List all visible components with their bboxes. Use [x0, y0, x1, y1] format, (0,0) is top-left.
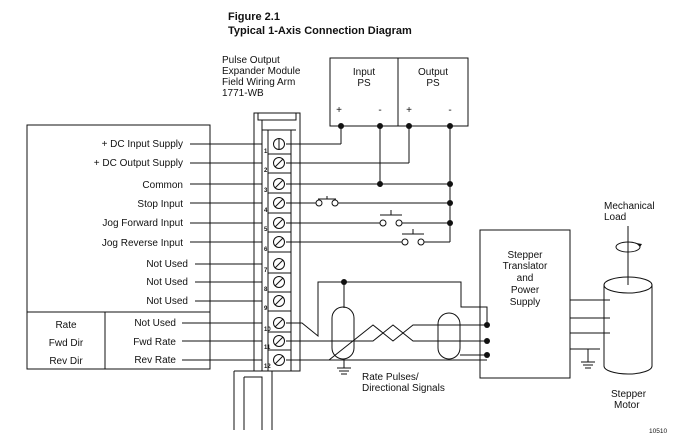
svg-text:8: 8	[264, 287, 268, 293]
alt-signal-rev-dir: Rev Dir	[49, 356, 83, 367]
signal-label-6: Jog Reverse Input	[102, 238, 183, 249]
field-wiring-arm	[233, 112, 301, 430]
wiring-arm-body	[253, 112, 301, 372]
terminal-2: 2	[264, 157, 285, 174]
signal-table: + DC Input Supply + DC Output Supply Com…	[26, 124, 211, 370]
mechanical-load-line-1: Mechanical	[604, 201, 655, 212]
module-label-line-2: Expander Module	[222, 66, 301, 77]
svg-text:2: 2	[264, 168, 268, 174]
output-ps-line-2: PS	[426, 78, 440, 89]
terminal-1: 1	[264, 138, 285, 155]
signal-label-5: Jog Forward Input	[102, 218, 183, 229]
module-label-line-4: 1771-WB	[222, 88, 264, 99]
translator-line-4: Power	[511, 285, 540, 296]
stepper-translator-box	[479, 229, 571, 379]
terminal-12: 12	[264, 354, 285, 370]
module-label-line-3: Field Wiring Arm	[222, 77, 295, 88]
terminal-5: 5	[264, 217, 285, 233]
svg-text:1: 1	[264, 149, 268, 155]
figure-number: Figure 2.1	[228, 11, 280, 23]
svg-text:6: 6	[264, 247, 268, 253]
signal-label-1: + DC Input Supply	[102, 139, 183, 150]
input-ps-plus: +	[336, 105, 342, 116]
power-supply-box	[329, 57, 469, 127]
module-label-line-1: Pulse Output	[222, 55, 280, 66]
stop-input-switch	[286, 196, 450, 207]
stepper-motor: Stepper Motor	[603, 276, 653, 411]
stepper-translator: Stepper Translator and Power Supply	[479, 229, 571, 379]
power-wiring	[286, 126, 453, 242]
output-ps-line-1: Output	[418, 67, 448, 78]
translator-line-3: and	[517, 273, 534, 284]
stepper-motor-line-2: Motor	[614, 400, 640, 411]
terminal-9: 9	[264, 295, 285, 312]
terminal-6: 6	[264, 236, 285, 253]
translator-line-1: Stepper	[507, 250, 543, 261]
jog-reverse-switch	[286, 229, 450, 246]
input-ps-line-1: Input	[353, 67, 375, 78]
signal-label-8: Not Used	[146, 277, 188, 288]
signal-label-9: Not Used	[146, 296, 188, 307]
input-ps-minus: -	[378, 105, 381, 116]
svg-text:4: 4	[264, 208, 268, 214]
translator-line-5: Supply	[510, 297, 541, 308]
terminal-10: 10	[264, 317, 285, 333]
cable-shield-right	[437, 312, 461, 360]
svg-text:5: 5	[264, 227, 268, 233]
terminal-screws: 1 2 3 4 5 6 7 8 9 10 11 12	[264, 138, 285, 370]
signal-label-7: Not Used	[146, 259, 188, 270]
signal-leads	[182, 143, 262, 361]
svg-text:3: 3	[264, 188, 268, 194]
rate-pulses-label-2: Directional Signals	[362, 383, 445, 394]
terminal-3: 3	[264, 178, 285, 194]
jog-forward-switch	[286, 210, 450, 227]
signal-label-12: Rev Rate	[134, 355, 176, 366]
svg-text:10: 10	[264, 327, 271, 333]
alt-signal-fwd-dir: Fwd Dir	[49, 338, 84, 349]
motor-wiring	[570, 299, 610, 369]
terminal-11: 11	[264, 335, 285, 351]
signal-label-3: Common	[142, 180, 183, 191]
signal-label-2: + DC Output Supply	[94, 158, 183, 169]
input-ps-line-2: PS	[357, 78, 371, 89]
signal-label-11: Fwd Rate	[133, 337, 176, 348]
signal-label-4: Stop Input	[137, 199, 183, 210]
alt-signal-rate: Rate	[55, 320, 77, 331]
wiring-arm-cable	[233, 370, 273, 430]
translator-line-2: Translator	[503, 261, 548, 272]
output-wiring	[286, 279, 490, 375]
rate-pulses-label-1: Rate Pulses/	[362, 372, 419, 383]
output-ps-plus: +	[406, 105, 412, 116]
figure-ref: 10510	[649, 428, 667, 435]
svg-text:11: 11	[264, 345, 271, 351]
output-ps-minus: -	[448, 105, 451, 116]
figure-title: Typical 1-Axis Connection Diagram	[228, 25, 412, 37]
module-label: Pulse Output Expander Module Field Wirin…	[222, 55, 301, 99]
terminal-4: 4	[264, 197, 285, 214]
mechanical-load: Mechanical Load	[604, 201, 655, 285]
signal-label-10: Not Used	[134, 318, 176, 329]
svg-text:9: 9	[264, 306, 268, 312]
power-supplies: Input PS Output PS + - + -	[329, 57, 469, 129]
svg-text:7: 7	[264, 268, 268, 274]
cable-shield-left	[331, 306, 355, 360]
mechanical-load-line-2: Load	[604, 212, 626, 223]
terminal-8: 8	[264, 276, 285, 293]
svg-text:12: 12	[264, 364, 271, 370]
terminal-7: 7	[264, 258, 285, 274]
stepper-motor-line-1: Stepper	[611, 389, 647, 400]
